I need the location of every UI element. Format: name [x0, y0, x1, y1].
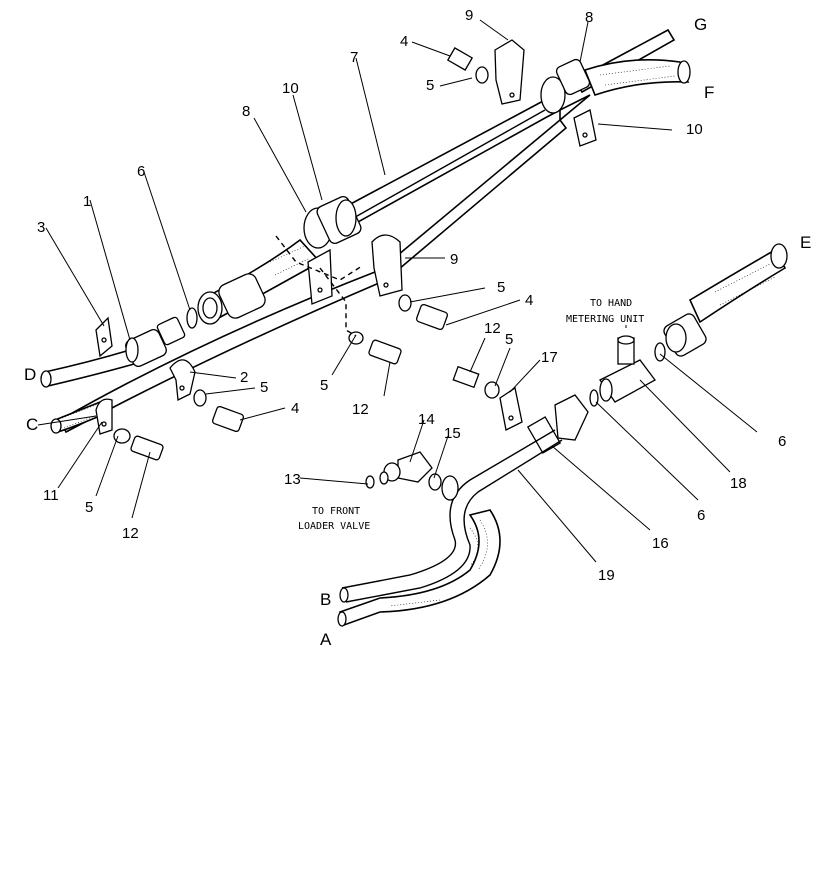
o-ring-13 [365, 475, 375, 489]
sleeve-16 [526, 416, 562, 454]
callout-4: 4 [525, 292, 533, 309]
callout-14: 14 [418, 411, 435, 428]
hose-c [50, 400, 105, 434]
callout-9: 9 [465, 7, 473, 24]
callout-10: 10 [686, 121, 703, 138]
callout-6: 6 [137, 163, 145, 180]
callout-3: 3 [37, 219, 45, 236]
callout-8: 8 [242, 103, 250, 120]
bolt-4c [193, 389, 245, 433]
hose-f-end [583, 58, 691, 96]
note-front-loader-line2: LOADER VALVE [298, 521, 370, 532]
callout-8: 8 [585, 9, 593, 26]
callout-16: 16 [652, 535, 669, 552]
callout-9: 9 [450, 251, 458, 268]
callout-a: A [320, 630, 332, 649]
dashed-line-center [275, 235, 363, 281]
clamp-9b [371, 234, 403, 297]
callout-6: 6 [778, 433, 786, 450]
callout-4: 4 [400, 33, 408, 50]
callout-1: 1 [83, 193, 91, 210]
callout-4: 4 [291, 400, 299, 417]
fitting-8b-10 [303, 196, 362, 249]
callout-5: 5 [426, 77, 434, 94]
hose-d [40, 349, 135, 388]
callout-12: 12 [484, 320, 501, 337]
callout-12: 12 [122, 525, 139, 542]
clamp-17 [499, 386, 523, 431]
clamp-9a [494, 39, 525, 105]
note-hand-metering-line2: METERING UNIT [566, 314, 644, 325]
callout-d: D [24, 365, 36, 384]
callout-6: 6 [697, 507, 705, 524]
hose-e [663, 243, 788, 357]
callout-17: 17 [541, 349, 558, 366]
fitting-lower-tube [554, 394, 589, 441]
elbow-fitting-14 [379, 451, 433, 485]
callout-e: E [800, 233, 811, 252]
callout-g: G [694, 15, 707, 34]
clamp-3 [95, 316, 113, 358]
o-ring-6a [186, 307, 198, 329]
callout-10: 10 [282, 80, 299, 97]
clamp-10a [573, 109, 597, 147]
bolt-4a [446, 47, 489, 84]
bolt-4b [398, 294, 449, 331]
callout-5: 5 [320, 377, 328, 394]
callout-5: 5 [85, 499, 93, 516]
o-ring-6c [589, 389, 599, 407]
o-ring-6b [654, 342, 666, 362]
long-tube-c-to-g [58, 118, 568, 434]
dashed-bolt-path [319, 267, 357, 337]
callout-5: 5 [497, 279, 505, 296]
note-front-loader-line1: TO FRONT [312, 506, 360, 517]
fitting-8a [540, 58, 591, 114]
callout-2: 2 [240, 369, 248, 386]
bracket-center [307, 248, 333, 305]
fitting-1 [125, 316, 186, 367]
callout-13: 13 [284, 471, 301, 488]
bolt-12a [348, 331, 402, 365]
clamp-2 [169, 359, 196, 402]
callout-f: F [704, 83, 714, 102]
fitting-19-end [441, 475, 459, 501]
callout-b: B [320, 590, 331, 609]
tube-19 [339, 429, 563, 603]
callout-11: 11 [43, 487, 59, 504]
clamp-11 [95, 398, 113, 435]
hose-a [337, 509, 501, 627]
callout-5: 5 [505, 331, 513, 348]
fitting-center-left [197, 273, 266, 325]
note-hand-metering-line1: TO HAND [590, 298, 632, 309]
callout-19: 19 [598, 567, 615, 584]
callout-5: 5 [260, 379, 268, 396]
bolt-12b [452, 365, 500, 399]
callout-c: C [26, 415, 38, 434]
callout-12: 12 [352, 401, 369, 418]
bolt-12c [113, 428, 164, 461]
callout-15: 15 [444, 425, 461, 442]
callout-18: 18 [730, 475, 747, 492]
callout-7: 7 [350, 49, 358, 66]
tee-fitting-18 [599, 335, 656, 403]
leader-lines [37, 19, 758, 563]
